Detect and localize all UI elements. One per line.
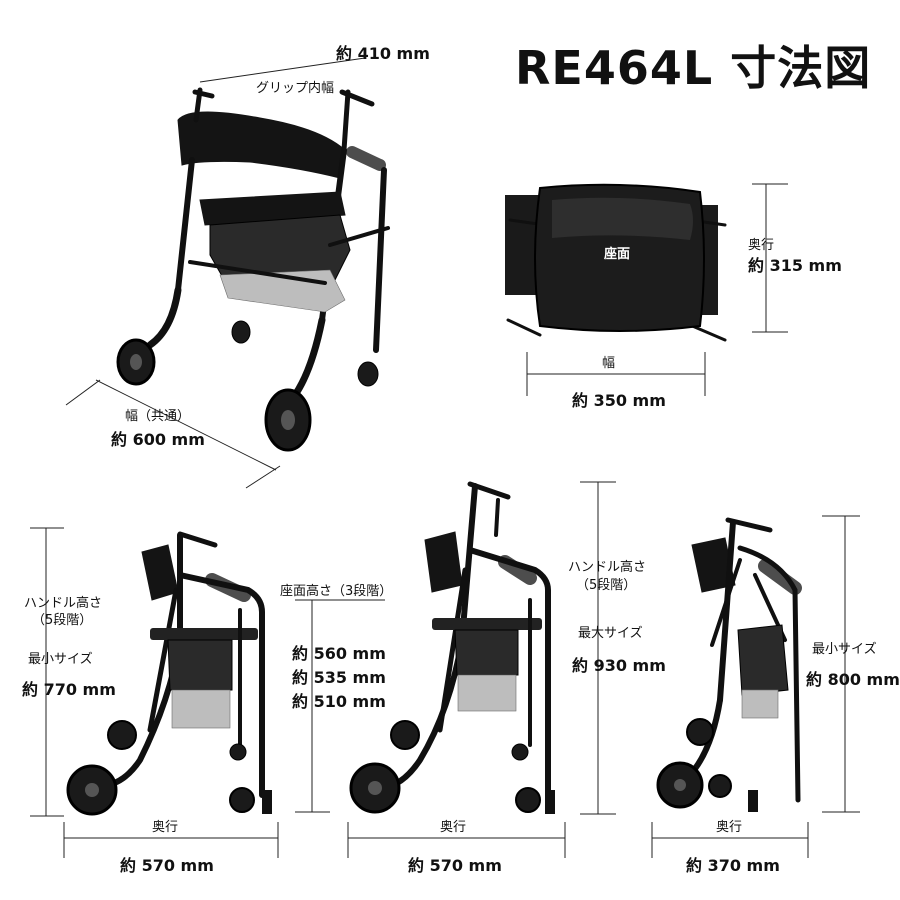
grip-width-value: 約 410 mm (336, 44, 430, 63)
seat-depth-label: 奥行 (748, 238, 775, 253)
depth-value-min: 約 570 mm (120, 856, 214, 875)
depth-label-max: 奥行 (440, 820, 467, 835)
backrest (177, 111, 346, 179)
handle-height-steps-max: （5段階） (576, 578, 637, 593)
seat-depth-value: 約 315 mm (748, 256, 842, 275)
seat-width-label: 幅 (602, 356, 616, 371)
page-title: RE464L 寸法図 (515, 41, 872, 95)
handle-height-steps-min: （5段階） (32, 613, 93, 628)
seat-height-value-mid: 約 535 mm (292, 668, 386, 687)
grip-width-label: グリップ内幅 (256, 81, 335, 96)
min-size-value: 約 770 mm (22, 680, 116, 699)
rollator-side-view-min-photo (30, 527, 385, 858)
min-size-label: 最小サイズ (28, 652, 93, 667)
seat-side (150, 628, 258, 640)
width-label: 幅（共通） (125, 409, 191, 424)
seat-label: 座面 (603, 246, 630, 262)
seat-width-value: 約 350 mm (572, 391, 666, 410)
depth-label-min: 奥行 (152, 820, 179, 835)
folded-size-value: 約 800 mm (806, 670, 900, 689)
seat-height-label: 座面高さ（3段階） (280, 584, 393, 599)
seat-height-value-high: 約 560 mm (292, 644, 386, 663)
width-value: 約 600 mm (111, 430, 205, 449)
folded-size-label: 最小サイズ (812, 642, 877, 657)
rollator-front-view-photo (65, 57, 390, 489)
handle-height-label-max: ハンドル高さ (568, 560, 647, 575)
rollator-side-view-max-photo (347, 481, 616, 858)
seat (199, 191, 346, 226)
seat-height-value-low: 約 510 mm (292, 692, 386, 711)
seat-closeup-photo: 座面 (505, 183, 788, 396)
grip-width-dimension-line (199, 57, 366, 83)
handle-height-label-min: ハンドル高さ (24, 596, 103, 611)
bag (141, 544, 179, 601)
folded-depth-value: 約 370 mm (686, 856, 780, 875)
rollator-folded-view-photo (651, 515, 860, 858)
width-dimension-line (95, 379, 277, 471)
max-size-label: 最大サイズ (578, 626, 643, 641)
folded-depth-label: 奥行 (716, 820, 743, 835)
max-size-value: 約 930 mm (572, 656, 666, 675)
depth-value-max: 約 570 mm (408, 856, 502, 875)
